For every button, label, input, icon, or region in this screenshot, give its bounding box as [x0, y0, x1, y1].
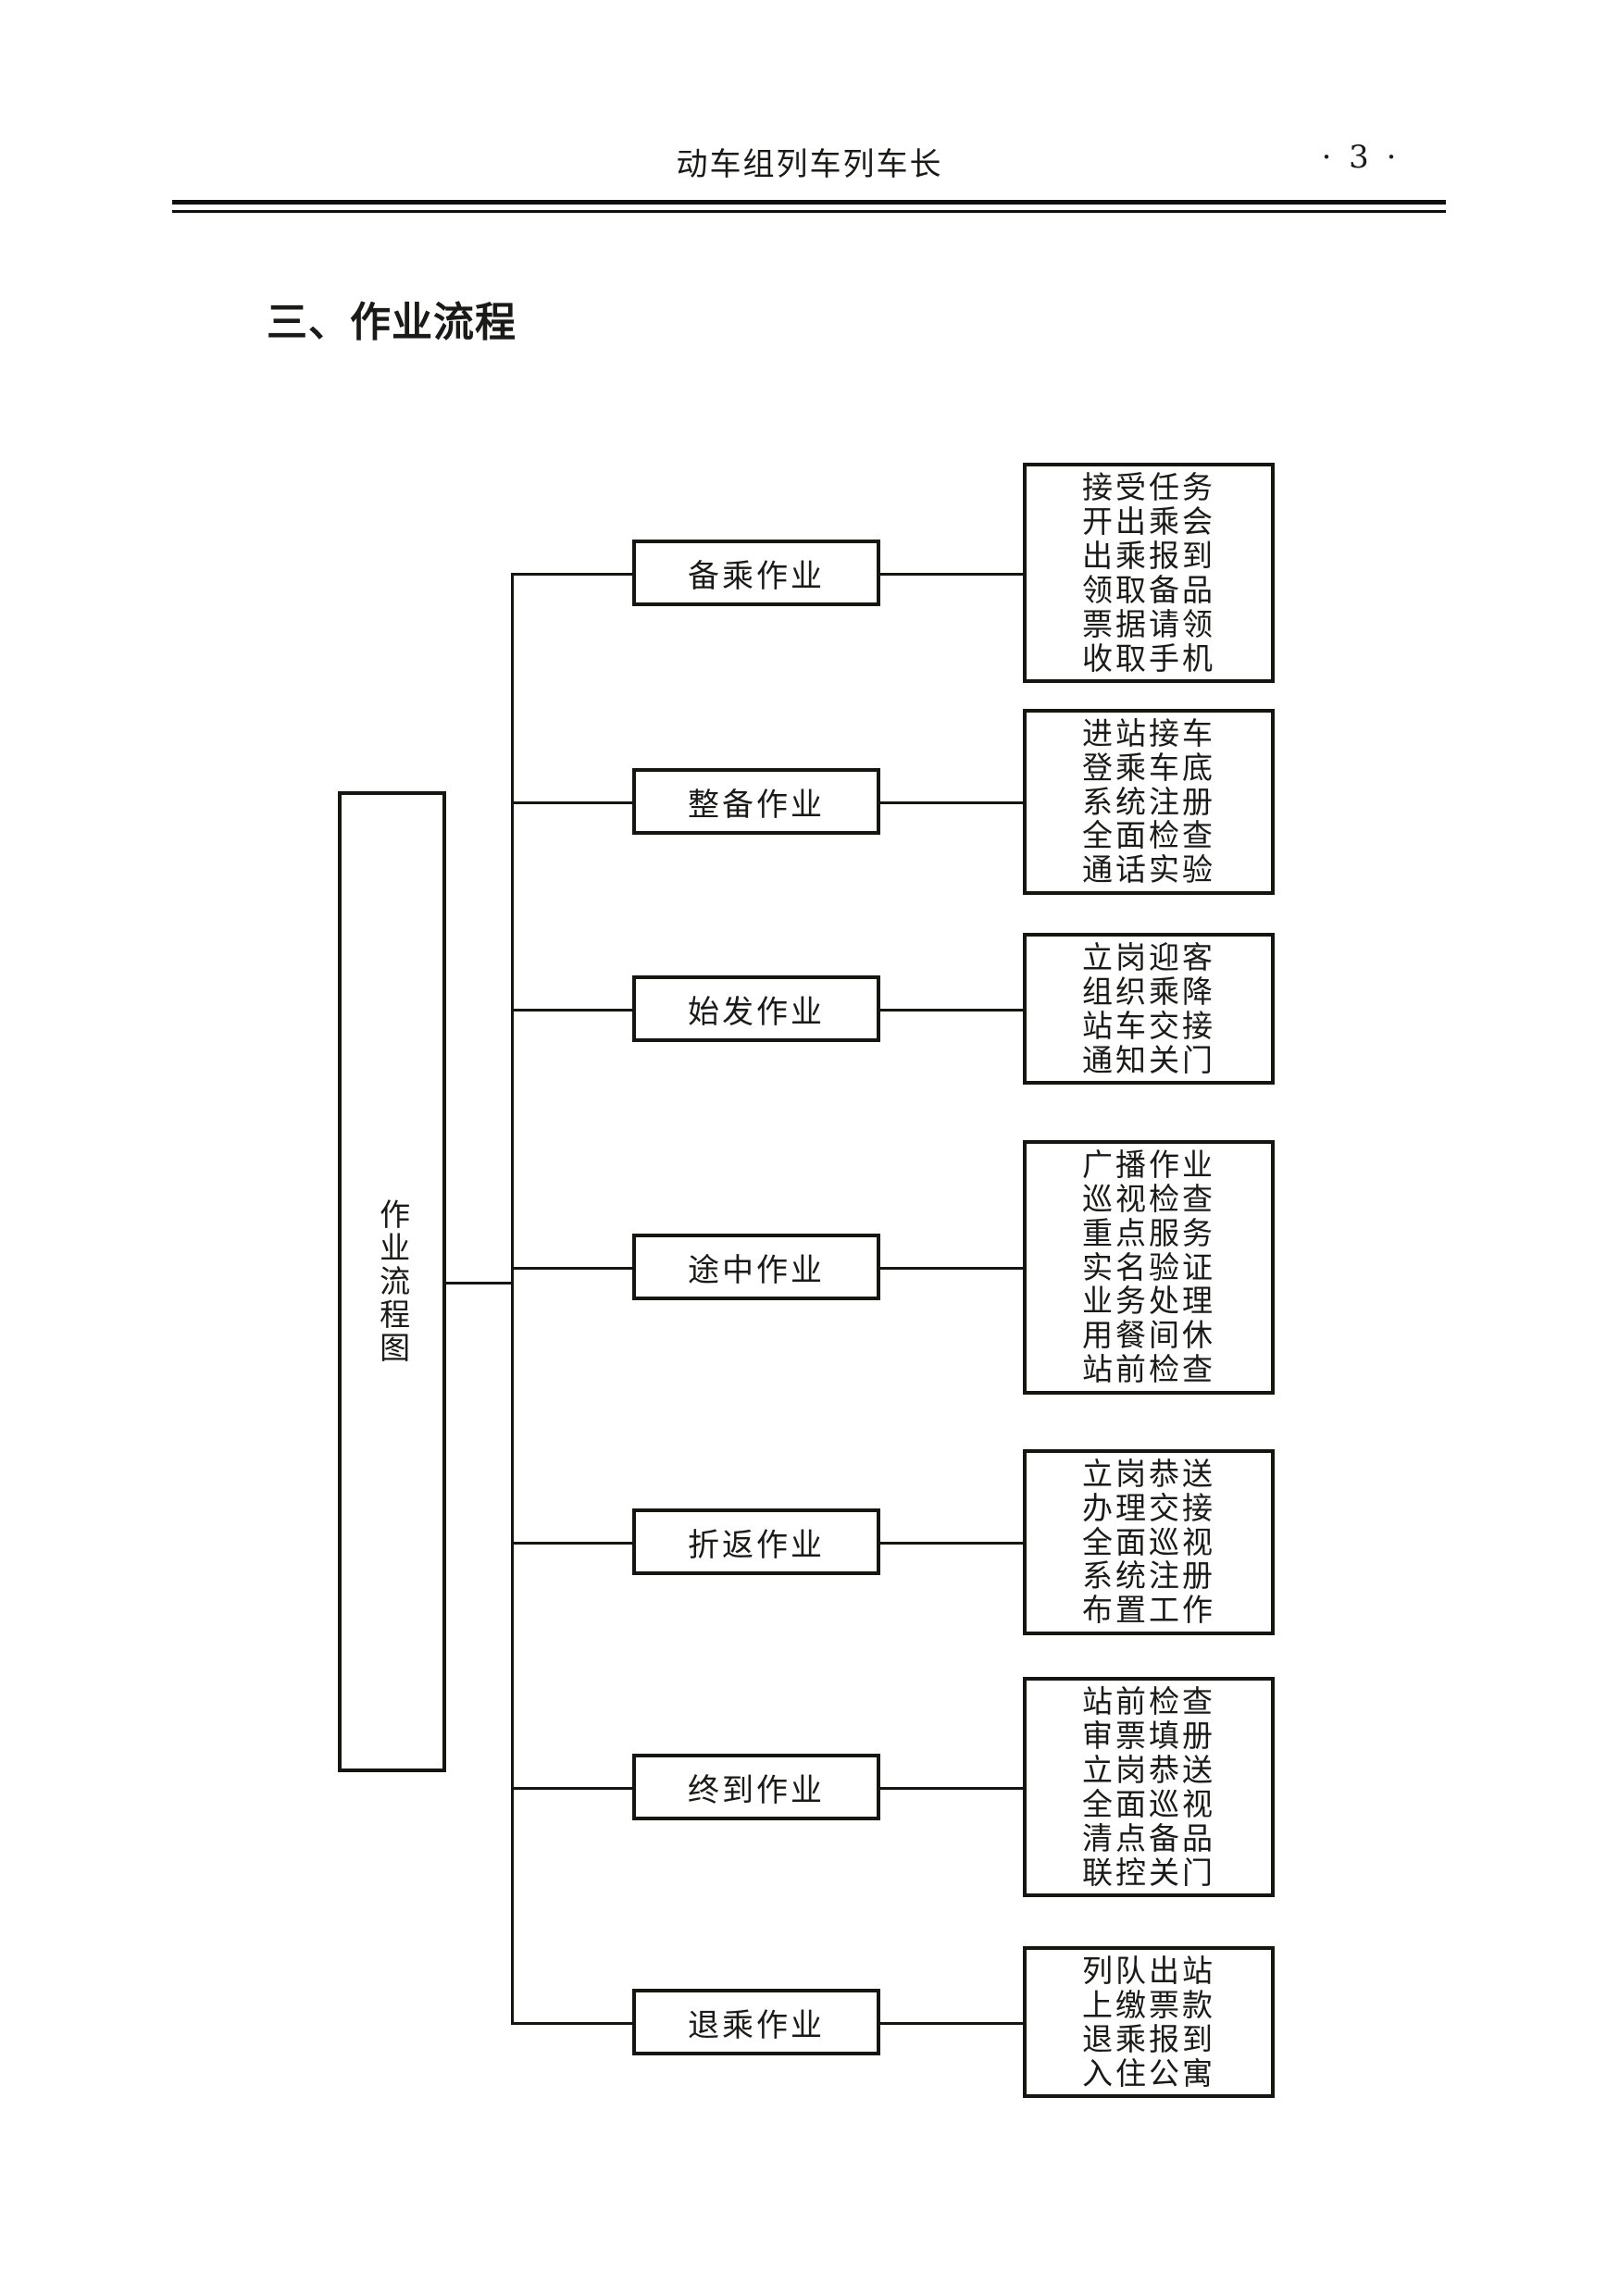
- section-heading: 三、作业流程: [267, 299, 517, 346]
- task-item: 接受任务: [1082, 469, 1215, 506]
- task-item: 开出乘会: [1082, 503, 1215, 540]
- task-item: 站车交接: [1082, 1008, 1215, 1044]
- trunk-vertical-line: [511, 573, 514, 2022]
- task-item: 巡视检查: [1082, 1180, 1215, 1217]
- task-box-3: 立岗迎客组织乘降站车交接通知关门: [1023, 933, 1275, 1085]
- task-item: 联控关门: [1082, 1854, 1215, 1891]
- stage-box-2: 整备作业: [632, 768, 880, 835]
- task-item: 用餐间休: [1082, 1317, 1215, 1354]
- header-rule-bottom: [172, 210, 1446, 213]
- branch-connector-1: [511, 573, 632, 576]
- branch-connector-4: [511, 1267, 632, 1270]
- task-item: 业务处理: [1082, 1283, 1215, 1320]
- task-item: 系统注册: [1082, 783, 1215, 820]
- stage-box-3: 始发作业: [632, 975, 880, 1042]
- task-item: 广播作业: [1082, 1146, 1215, 1183]
- page-number: · 3 ·: [1321, 139, 1401, 176]
- task-connector-4: [880, 1267, 1023, 1270]
- task-item: 立岗恭送: [1082, 1752, 1215, 1789]
- task-connector-1: [880, 573, 1023, 576]
- root-node-label: 作业流程图: [374, 1198, 411, 1365]
- task-item: 站前检查: [1082, 1351, 1215, 1388]
- task-item: 全面检查: [1082, 817, 1215, 854]
- root-to-trunk-connector: [446, 1282, 514, 1285]
- task-box-1: 接受任务开出乘会出乘报到领取备品票据请领收取手机: [1023, 463, 1275, 683]
- task-item: 办理交接: [1082, 1489, 1215, 1526]
- task-item: 收取手机: [1082, 639, 1215, 676]
- stage-label: 整备作业: [688, 786, 825, 824]
- task-item: 通知关门: [1082, 1041, 1215, 1078]
- task-connector-3: [880, 1009, 1023, 1011]
- task-item: 组织乘降: [1082, 974, 1215, 1011]
- task-item: 立岗迎客: [1082, 939, 1215, 976]
- branch-connector-6: [511, 1787, 632, 1790]
- stage-label: 终到作业: [688, 1771, 825, 1809]
- task-item: 实名验证: [1082, 1248, 1215, 1285]
- task-box-2: 进站接车登乘车底系统注册全面检查通话实验: [1023, 708, 1275, 895]
- branch-connector-3: [511, 1009, 632, 1011]
- task-item: 出乘报到: [1082, 538, 1215, 575]
- task-item: 通话实验: [1082, 851, 1215, 888]
- stage-box-7: 退乘作业: [632, 1989, 880, 2055]
- stage-box-1: 备乘作业: [632, 540, 880, 606]
- task-connector-7: [880, 2022, 1023, 2025]
- task-item: 审票填册: [1082, 1718, 1215, 1755]
- stage-label: 折返作业: [688, 1526, 825, 1564]
- header-rule-top: [172, 200, 1446, 205]
- stage-box-5: 折返作业: [632, 1508, 880, 1575]
- task-item: 领取备品: [1082, 572, 1215, 608]
- task-connector-6: [880, 1787, 1023, 1790]
- stage-box-6: 终到作业: [632, 1754, 880, 1820]
- root-node-box: 作业流程图: [338, 791, 446, 1772]
- stage-label: 途中作业: [688, 1251, 825, 1289]
- task-item: 清点备品: [1082, 1819, 1215, 1856]
- task-connector-5: [880, 1542, 1023, 1545]
- task-item: 列队出站: [1082, 1953, 1215, 1990]
- task-item: 全面巡视: [1082, 1786, 1215, 1822]
- task-box-7: 列队出站上缴票款退乘报到入住公寓: [1023, 1946, 1275, 2098]
- task-item: 上缴票款: [1082, 1987, 1215, 2024]
- branch-connector-5: [511, 1542, 632, 1545]
- task-box-6: 站前检查审票填册立岗恭送全面巡视清点备品联控关门: [1023, 1677, 1275, 1897]
- stage-label: 始发作业: [688, 993, 825, 1031]
- task-item: 系统注册: [1082, 1558, 1215, 1595]
- task-item: 全面巡视: [1082, 1523, 1215, 1560]
- task-item: 站前检查: [1082, 1683, 1215, 1720]
- task-box-4: 广播作业巡视检查重点服务实名验证业务处理用餐间休站前检查: [1023, 1139, 1275, 1395]
- task-item: 立岗恭送: [1082, 1455, 1215, 1492]
- branch-connector-7: [511, 2022, 632, 2025]
- branch-connector-2: [511, 801, 632, 804]
- stage-label: 备乘作业: [688, 557, 825, 595]
- task-item: 重点服务: [1082, 1214, 1215, 1251]
- task-item: 票据请领: [1082, 605, 1215, 642]
- task-item: 登乘车底: [1082, 749, 1215, 786]
- task-item: 入住公寓: [1082, 2054, 1215, 2091]
- task-box-5: 立岗恭送办理交接全面巡视系统注册布置工作: [1023, 1448, 1275, 1635]
- stage-box-4: 途中作业: [632, 1234, 880, 1300]
- task-item: 布置工作: [1082, 1592, 1215, 1629]
- task-item: 进站接车: [1082, 714, 1215, 751]
- running-header-title: 动车组列车列车长: [676, 146, 943, 183]
- stage-label: 退乘作业: [688, 2006, 825, 2044]
- task-item: 退乘报到: [1082, 2021, 1215, 2057]
- task-connector-2: [880, 801, 1023, 804]
